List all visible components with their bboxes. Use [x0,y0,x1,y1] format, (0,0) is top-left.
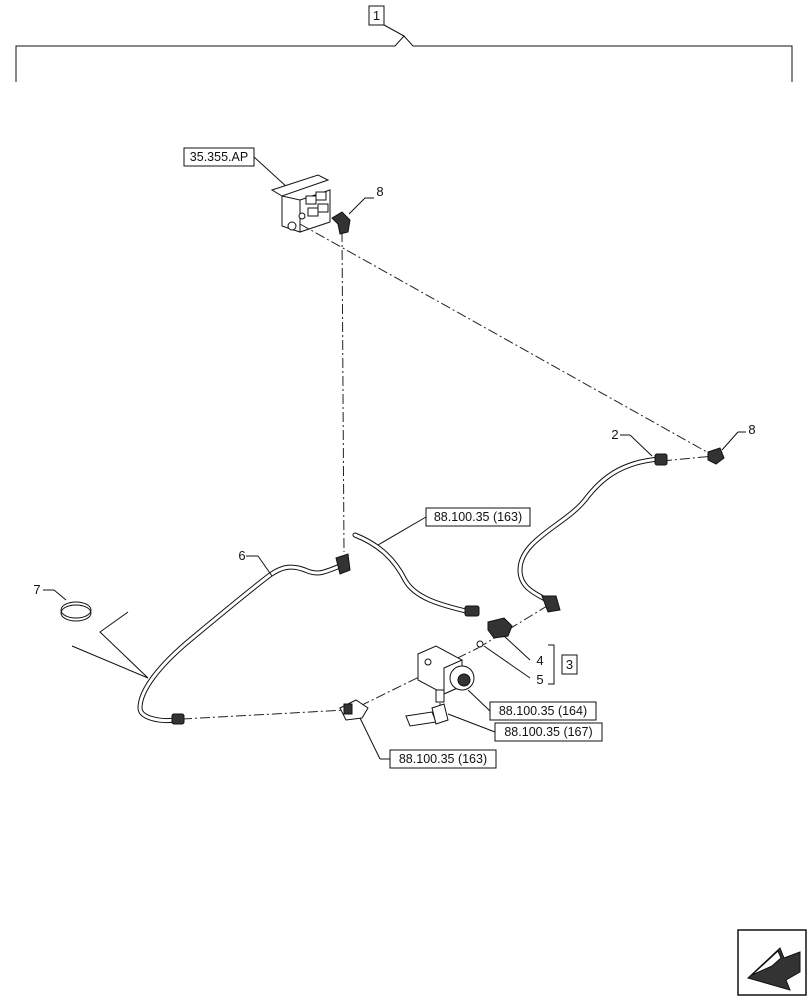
callout-tee[interactable]: 4 [536,653,543,668]
cable-harness: 88.100.35 (163) [352,507,531,617]
tee-fitting: 4 5 3 [476,617,578,687]
valve-block-ref-label: 35.355.AP [190,150,248,164]
elbow-fitting-top: 8 [331,184,384,235]
centerlines [181,223,715,720]
assembly-bracket: 1 [15,5,793,82]
sensor-body: 88.100.35 (164) [417,645,597,721]
assembly-item-box[interactable] [368,5,385,26]
callout-fitting-top[interactable]: 8 [376,184,383,199]
cable-harness-ref-label: 88.100.35 (163) [434,510,522,524]
sensor-connector: 88.100.35 (167) [405,703,603,742]
cable-strap: 7 [33,582,149,679]
hose-left: 6 [137,548,351,725]
callout-fitting-right[interactable]: 8 [748,422,755,437]
callout-hose-right[interactable]: 2 [611,427,618,442]
kit-item-box[interactable] [561,654,578,675]
sensor-body-ref-label: 88.100.35 (164) [499,704,587,718]
callout-seal[interactable]: 5 [536,672,543,687]
valve-block: 35.355.AP [183,147,331,233]
hose-right: 2 [517,427,668,613]
callout-strap[interactable]: 7 [33,582,40,597]
pressure-sensor-ref-label: 88.100.35 (163) [399,752,487,766]
elbow-fitting-right: 8 [707,422,756,465]
callout-hose-left[interactable]: 6 [238,548,245,563]
kit-item-number: 3 [566,657,573,672]
sensor-connector-ref-label: 88.100.35 (167) [504,725,592,739]
next-page-arrow-icon[interactable] [737,929,807,996]
assembly-item-number: 1 [373,8,380,23]
pressure-sensor: 88.100.35 (163) [339,699,497,769]
